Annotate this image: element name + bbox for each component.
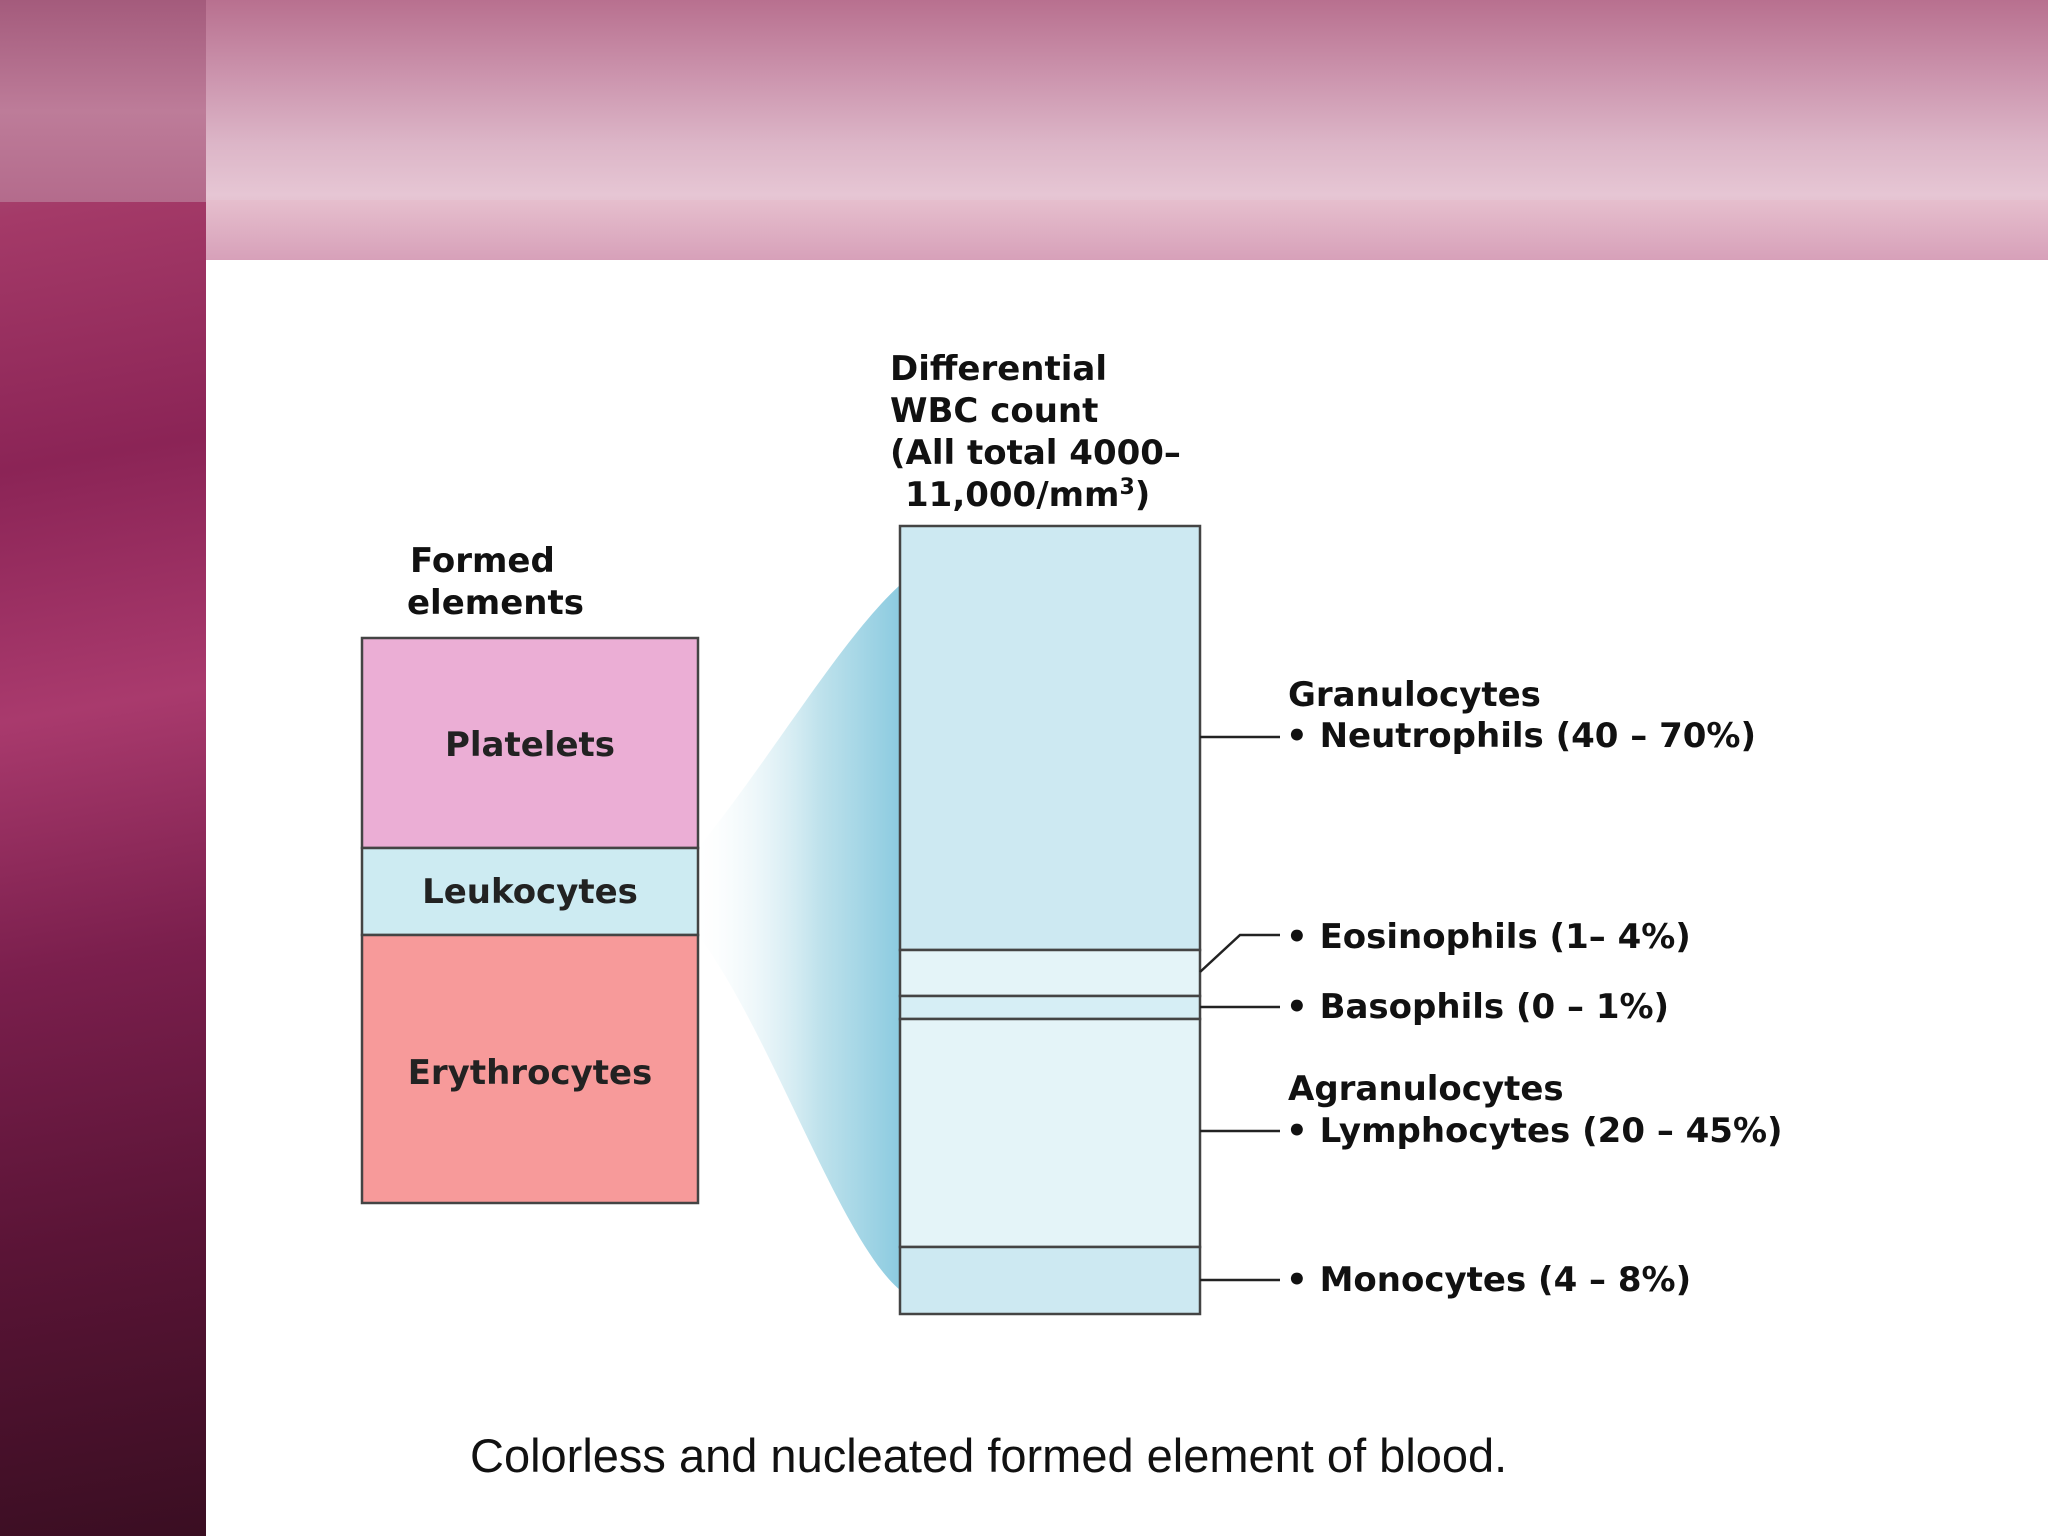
basophils-segment [898,994,1202,1021]
neutrophils-label: • Neutrophils (40 – 70%) [1286,716,1756,756]
differential-title-line2: WBC count [890,391,1098,431]
eosinophils-segment [898,948,1202,998]
lymphocytes-label: • Lymphocytes (20 – 45%) [1286,1111,1783,1151]
formed-elements-title-line2: elements [407,583,584,623]
erythrocytes-segment [360,933,700,1205]
granulocytes-header: Granulocytes [1288,675,1541,715]
differential-title-line4-close: ) [1135,475,1151,515]
neutrophils-segment [898,524,1202,952]
monocytes-segment [898,1245,1202,1316]
platelets-segment [360,636,700,850]
agranulocytes-header: Agranulocytes [1288,1069,1564,1109]
formed-elements-title-line1: Formed [410,541,555,581]
leukocytes-segment [360,846,700,937]
slide-caption: Colorless and nucleated formed element o… [470,1429,1508,1482]
eosinophils-leader [1199,933,1280,973]
funnel-connector [698,585,900,1290]
differential-title-line4: 11,000/mm3) [905,475,1150,515]
erythrocytes-label: Erythrocytes [408,1053,653,1093]
differential-title-line3: (All total 4000– [890,433,1181,473]
differential-title-line4-main: 11,000/mm [905,475,1119,515]
platelets-label: Platelets [445,725,615,765]
differential-title-line4-sup: 3 [1119,475,1134,500]
differential-title-line1: Differential [890,349,1107,389]
header-glow [206,200,2048,260]
eosinophils-label: • Eosinophils (1– 4%) [1286,917,1691,957]
lymphocytes-segment [898,1017,1202,1249]
sidebar-top-decoration [0,0,206,202]
sidebar-decoration [0,0,206,1536]
basophils-label: • Basophils (0 – 1%) [1286,987,1669,1027]
monocytes-label: • Monocytes (4 – 8%) [1286,1260,1691,1300]
leukocytes-label: Leukocytes [422,872,638,912]
